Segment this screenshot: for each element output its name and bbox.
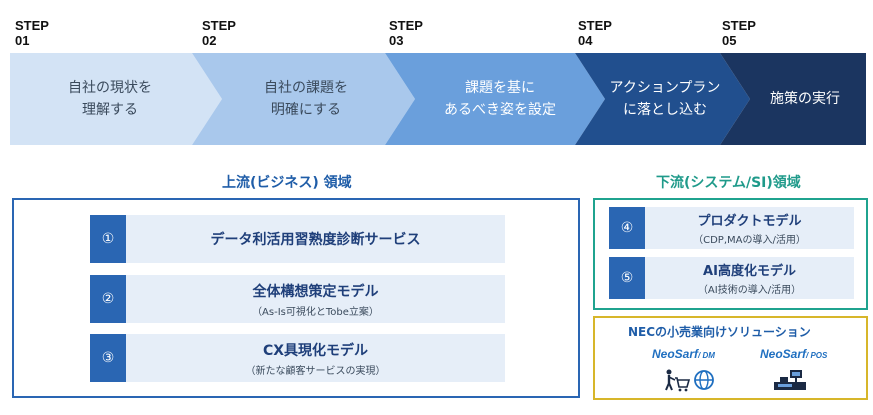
service-number-2: ② (90, 275, 126, 323)
service-number-3: ③ (90, 334, 126, 382)
pos-register-icon (774, 370, 806, 390)
service-row-1: ① データ利活用習熟度診断サービス (90, 215, 505, 263)
service-title-3: CX具現化モデル (262, 342, 369, 359)
service-title-4: プロダクトモデル (697, 214, 802, 229)
process-step-5-text: 施策の実行 (770, 91, 840, 107)
service-row-3: ③ CX具現化モデル （新たな顧客サービスの実現） (90, 334, 505, 382)
service-body-2: 全体構想策定モデル （As-Is可視化とTobe立案） (126, 275, 505, 323)
service-number-4: ④ (609, 207, 645, 249)
chevron-step-2 (192, 53, 415, 145)
process-flow: 自社の現状を 理解する 自社の課題を 明確にする 課題を基に あるべき姿を設定 … (0, 53, 873, 145)
chevron-step-5 (720, 53, 866, 145)
retail-box (593, 316, 868, 400)
process-step-2-text: 自社の課題を 明確にする (264, 80, 348, 118)
downstream-box (593, 198, 868, 310)
neosarf-dm-logo: NeoSarf/ DM (652, 347, 715, 361)
retail-title: NECの小売業向けソリューション (628, 325, 811, 339)
service-number-5: ⑤ (609, 257, 645, 299)
service-number-1: ① (90, 215, 126, 263)
service-subtitle-3: （新たな顧客サービスの実現） (245, 365, 386, 377)
process-step-3-text: 課題を基に あるべき姿を設定 (444, 80, 556, 118)
service-title-1: データ利活用習熟度診断サービス (210, 232, 421, 248)
upstream-title: 上流(ビジネス) 領域 (222, 175, 352, 191)
neosarf-pos-logo: NeoSarf/ POS (760, 347, 828, 361)
chevron-step-1 (10, 53, 222, 145)
service-subtitle-4: （CDP,MAの導入/活用） (693, 235, 806, 246)
chevron-step-4 (575, 53, 750, 145)
service-body-5: AI高度化モデル （AI技術の導入/活用） (645, 257, 854, 299)
process-step-4-text: アクションプラン に落とし込む (609, 80, 721, 118)
upstream-box (12, 198, 580, 398)
service-subtitle-5: （AI技術の導入/活用） (697, 285, 802, 296)
service-body-1: データ利活用習熟度診断サービス (126, 215, 505, 263)
service-body-3: CX具現化モデル （新たな顧客サービスの実現） (126, 334, 505, 382)
process-step-1-text: 自社の現状を 理解する (68, 80, 152, 118)
shopper-cart-globe-icon (665, 369, 714, 392)
service-row-2: ② 全体構想策定モデル （As-Is可視化とTobe立案） (90, 275, 505, 323)
service-row-4: ④ プロダクトモデル （CDP,MAの導入/活用） (609, 207, 854, 249)
chevron-step-3 (385, 53, 605, 145)
service-title-5: AI高度化モデル (703, 264, 796, 279)
service-body-4: プロダクトモデル （CDP,MAの導入/活用） (645, 207, 854, 249)
service-subtitle-2: （As-Is可視化とTobe立案） (252, 306, 379, 318)
downstream-title: 下流(システム/SI)領域 (656, 175, 801, 191)
process-chevrons (10, 53, 866, 145)
service-row-5: ⑤ AI高度化モデル （AI技術の導入/活用） (609, 257, 854, 299)
service-title-2: 全体構想策定モデル (252, 283, 379, 300)
